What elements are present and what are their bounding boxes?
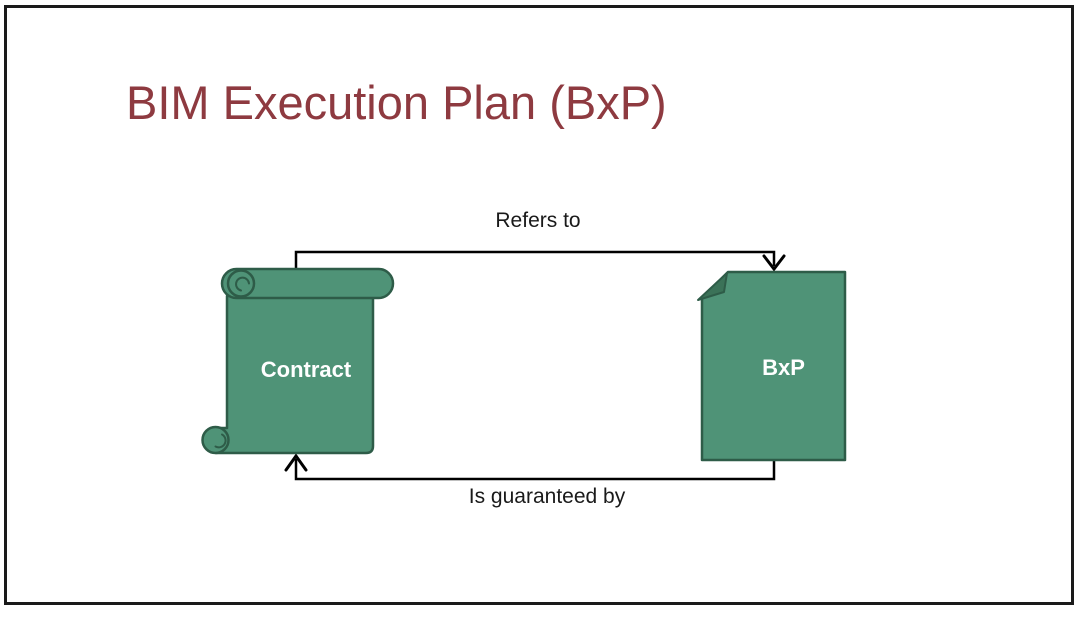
bxp-document-shape	[697, 270, 847, 462]
arrowhead-up-icon	[284, 453, 308, 472]
guaranteed-by-line	[294, 459, 776, 481]
guaranteed-by-arrow	[284, 453, 776, 481]
slide-frame	[4, 5, 1074, 605]
refers-to-arrow	[294, 250, 786, 272]
bxp-node-label: BxP	[762, 355, 805, 380]
edge-label-refers-to: Refers to	[495, 209, 581, 232]
scroll-bottom-curl-hook	[214, 433, 227, 449]
contract-scroll-shape	[201, 267, 395, 455]
edge-label-guaranteed-by: Is guaranteed by	[468, 485, 626, 508]
arrowhead-down-icon	[762, 254, 786, 272]
contract-node-label: Contract	[260, 357, 352, 382]
document-folded-corner	[697, 272, 728, 301]
refers-to-line	[294, 250, 776, 271]
scroll-top-roll	[220, 267, 395, 300]
page-title: BIM Execution Plan (BxP)	[126, 76, 667, 130]
scroll-top-curl-hook	[235, 276, 250, 292]
scroll-top-curl	[226, 269, 256, 298]
